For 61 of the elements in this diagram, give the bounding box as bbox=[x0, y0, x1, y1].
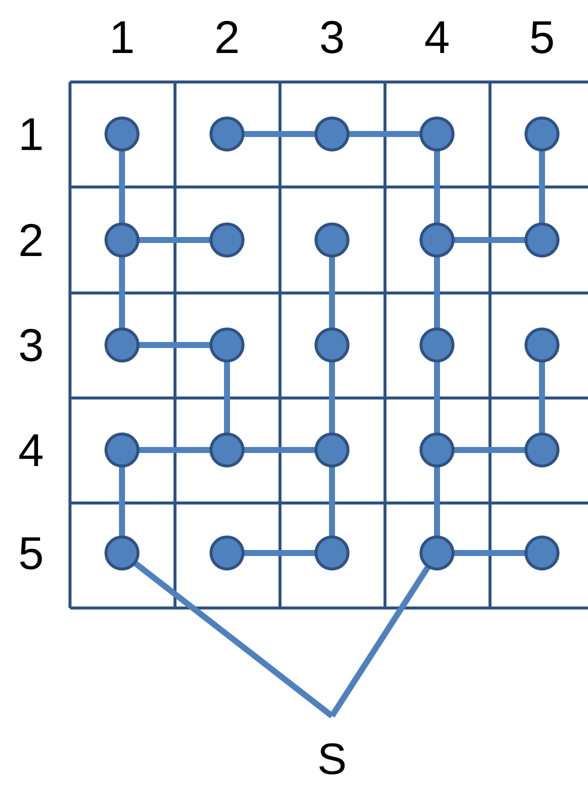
column-number: 3 bbox=[318, 12, 346, 62]
connector-line bbox=[454, 237, 525, 243]
connector-line bbox=[539, 362, 545, 433]
dot-node bbox=[524, 116, 560, 152]
column-number: 1 bbox=[108, 12, 136, 62]
connector-line bbox=[349, 131, 420, 137]
connector-line bbox=[119, 467, 125, 536]
connector-line bbox=[139, 342, 210, 348]
dot-node bbox=[420, 536, 454, 570]
dot-node bbox=[210, 116, 244, 152]
dot-node bbox=[524, 536, 560, 570]
dot-node bbox=[524, 432, 560, 468]
row-number: 5 bbox=[17, 528, 45, 578]
row-number: 4 bbox=[17, 425, 45, 475]
connector-line bbox=[454, 550, 525, 556]
dot-node bbox=[314, 116, 350, 152]
connector-line bbox=[134, 561, 334, 718]
connector-line bbox=[244, 131, 315, 137]
dot-node bbox=[314, 432, 350, 468]
dot-node bbox=[210, 432, 244, 468]
dot-node bbox=[420, 116, 454, 152]
row-number: 2 bbox=[17, 215, 45, 265]
dot-node bbox=[314, 536, 350, 570]
connector-line bbox=[434, 362, 440, 433]
connector-line bbox=[329, 257, 335, 328]
connector-line bbox=[119, 257, 125, 328]
connector-line bbox=[454, 447, 525, 453]
connector-line bbox=[119, 151, 125, 223]
dot-node bbox=[210, 328, 244, 362]
dot-node bbox=[314, 328, 350, 362]
connector-line bbox=[244, 447, 315, 453]
connector-line bbox=[329, 566, 430, 718]
connector-line bbox=[224, 362, 230, 433]
row-number: 3 bbox=[17, 320, 45, 370]
column-number: 4 bbox=[423, 12, 451, 62]
connector-line bbox=[139, 237, 210, 243]
connector-line bbox=[329, 362, 335, 433]
dot-node bbox=[210, 222, 244, 258]
dot-node bbox=[420, 222, 454, 258]
connector-line bbox=[434, 151, 440, 223]
connector-line bbox=[434, 257, 440, 328]
node-label: S bbox=[316, 734, 348, 782]
dot-node bbox=[420, 328, 454, 362]
dot-node bbox=[104, 536, 140, 570]
column-number: 5 bbox=[528, 12, 556, 62]
row-number: 1 bbox=[17, 109, 45, 159]
connector-line bbox=[434, 467, 440, 536]
dot-node bbox=[524, 328, 560, 362]
dot-node bbox=[104, 116, 140, 152]
dot-node bbox=[210, 536, 244, 570]
dot-node bbox=[104, 222, 140, 258]
dot-node bbox=[314, 222, 350, 258]
dot-node bbox=[420, 432, 454, 468]
connector-line bbox=[329, 467, 335, 536]
connector-line bbox=[539, 151, 545, 223]
dot-node bbox=[524, 222, 560, 258]
dot-node bbox=[104, 432, 140, 468]
connector-line bbox=[244, 550, 315, 556]
dot-node bbox=[104, 328, 140, 362]
connector-line bbox=[139, 447, 210, 453]
column-number: 2 bbox=[213, 12, 241, 62]
